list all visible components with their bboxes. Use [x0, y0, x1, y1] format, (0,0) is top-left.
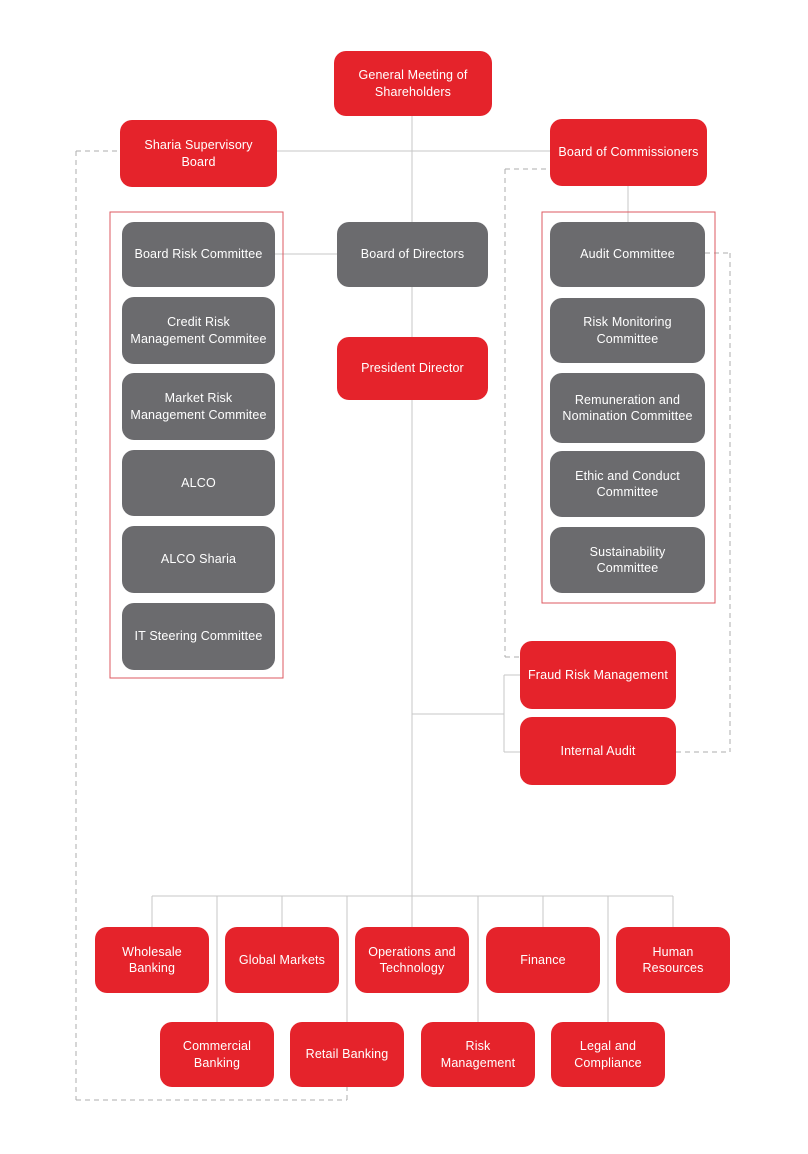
- node-legal-and-compliance: Legal and Compliance: [551, 1022, 665, 1087]
- node-label-retail-banking: Retail Banking: [305, 1047, 389, 1062]
- node-sustainability-committee: Sustainability Committee: [550, 527, 705, 593]
- node-general-meeting-of-shareholders: General Meeting of Shareholders: [334, 51, 492, 116]
- node-human-resources: Human Resources: [616, 927, 730, 993]
- node-wholesale-banking: Wholesale Banking: [95, 927, 209, 993]
- commissioner-committees-group-outline: [541, 211, 716, 604]
- node-audit-committee: Audit Committee: [550, 222, 705, 287]
- node-credit-risk-management-commitee: Credit Risk Management Commitee: [122, 297, 275, 364]
- node-label-market-risk-management-commitee: Market Risk Management Commitee: [130, 391, 267, 422]
- node-alco: ALCO: [122, 450, 275, 516]
- node-label-legal-and-compliance: Legal and Compliance: [574, 1039, 642, 1070]
- node-alco-sharia: ALCO Sharia: [122, 526, 275, 593]
- node-internal-audit: Internal Audit: [520, 717, 676, 785]
- node-board-risk-committee: Board Risk Committee: [122, 222, 275, 287]
- node-label-it-steering-committee: IT Steering Committee: [134, 629, 263, 644]
- node-risk-management: Risk Management: [421, 1022, 535, 1087]
- node-label-wholesale-banking: Wholesale Banking: [122, 944, 182, 976]
- node-label-fraud-risk-management: Fraud Risk Management: [528, 667, 669, 682]
- node-sharia-supervisory-board: Sharia Supervisory Board: [120, 120, 277, 187]
- node-ethic-and-conduct-committee: Ethic and Conduct Committee: [550, 451, 705, 517]
- node-label-commercial-banking: Commercial Banking: [182, 1039, 252, 1070]
- node-label-president-director: President Director: [361, 361, 464, 376]
- node-label-sharia-supervisory-board: Sharia Supervisory Board: [144, 138, 253, 169]
- node-label-operations-and-technology: Operations and Technology: [368, 944, 456, 976]
- node-president-director: President Director: [337, 337, 488, 400]
- node-label-finance: Finance: [520, 952, 566, 967]
- node-label-alco-sharia: ALCO Sharia: [160, 552, 237, 567]
- node-label-board-of-commissioners: Board of Commissioners: [558, 145, 699, 160]
- node-global-markets: Global Markets: [225, 927, 339, 993]
- node-label-risk-management: Risk Management: [440, 1039, 516, 1070]
- node-label-board-risk-committee: Board Risk Committee: [134, 247, 263, 262]
- node-label-human-resources: Human Resources: [642, 944, 704, 976]
- node-label-alco: ALCO: [181, 475, 216, 490]
- node-it-steering-committee: IT Steering Committee: [122, 603, 275, 670]
- node-remuneration-and-nomination-committee: Remuneration and Nomination Committee: [550, 373, 705, 443]
- node-label-ethic-and-conduct-committee: Ethic and Conduct Committee: [575, 468, 680, 500]
- director-committees-group-outline: [109, 211, 284, 679]
- node-board-of-commissioners: Board of Commissioners: [550, 119, 707, 186]
- node-retail-banking: Retail Banking: [290, 1022, 404, 1087]
- node-label-global-markets: Global Markets: [238, 952, 326, 967]
- node-label-internal-audit: Internal Audit: [560, 743, 636, 758]
- node-commercial-banking: Commercial Banking: [160, 1022, 274, 1087]
- node-label-board-of-directors: Board of Directors: [360, 247, 465, 262]
- node-label-remuneration-and-nomination-committee: Remuneration and Nomination Committee: [562, 392, 693, 424]
- node-finance: Finance: [486, 927, 600, 993]
- node-fraud-risk-management: Fraud Risk Management: [520, 641, 676, 709]
- node-market-risk-management-commitee: Market Risk Management Commitee: [122, 373, 275, 440]
- node-risk-monitoring-committee: Risk Monitoring Committee: [550, 298, 705, 363]
- node-label-credit-risk-management-commitee: Credit Risk Management Commitee: [130, 315, 267, 346]
- node-label-audit-committee: Audit Committee: [580, 247, 675, 262]
- node-label-risk-monitoring-committee: Risk Monitoring Committee: [583, 315, 672, 346]
- node-operations-and-technology: Operations and Technology: [355, 927, 469, 993]
- node-label-general-meeting-of-shareholders: General Meeting of Shareholders: [358, 68, 468, 99]
- node-label-sustainability-committee: Sustainability Committee: [589, 544, 666, 576]
- node-board-of-directors: Board of Directors: [337, 222, 488, 287]
